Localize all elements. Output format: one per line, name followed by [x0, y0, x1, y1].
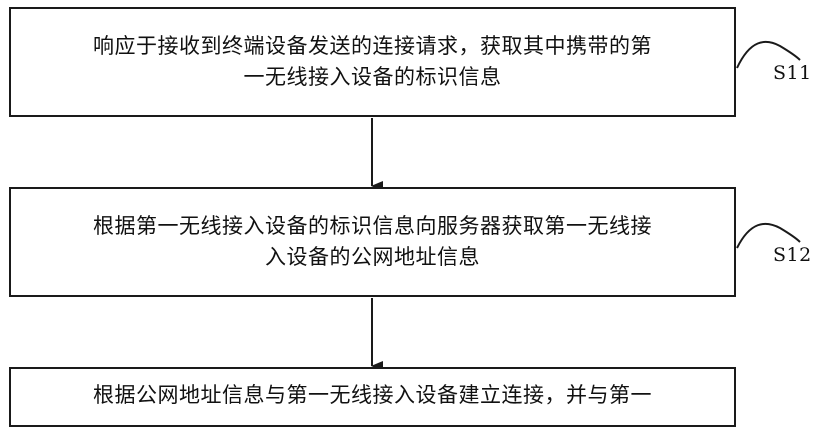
step-text-s13-line1: 根据公网地址信息与第一无线接入设备建立连接，并与第一: [93, 383, 652, 407]
step-box-s12: 根据第一无线接入设备的标识信息向服务器获取第一无线接 入设备的公网地址信息: [9, 187, 736, 297]
step-text-s11-line2: 一无线接入设备的标识信息: [243, 65, 502, 89]
step-box-s11: 响应于接收到终端设备发送的连接请求，获取其中携带的第 一无线接入设备的标识信息: [9, 7, 736, 117]
step-text-s12: 根据第一无线接入设备的标识信息向服务器获取第一无线接 入设备的公网地址信息: [93, 211, 652, 273]
step-box-s13: 根据公网地址信息与第一无线接入设备建立连接，并与第一: [9, 367, 736, 427]
step-text-s12-line2: 入设备的公网地址信息: [265, 245, 480, 269]
step-text-s12-line1: 根据第一无线接入设备的标识信息向服务器获取第一无线接: [93, 214, 652, 238]
step-text-s13: 根据公网地址信息与第一无线接入设备建立连接，并与第一: [93, 380, 652, 411]
step-label-s12: S12: [773, 244, 812, 266]
step-label-s11: S11: [773, 62, 812, 84]
step-text-s11-line1: 响应于接收到终端设备发送的连接请求，获取其中携带的第: [93, 34, 652, 58]
step-text-s11: 响应于接收到终端设备发送的连接请求，获取其中携带的第 一无线接入设备的标识信息: [93, 31, 652, 93]
